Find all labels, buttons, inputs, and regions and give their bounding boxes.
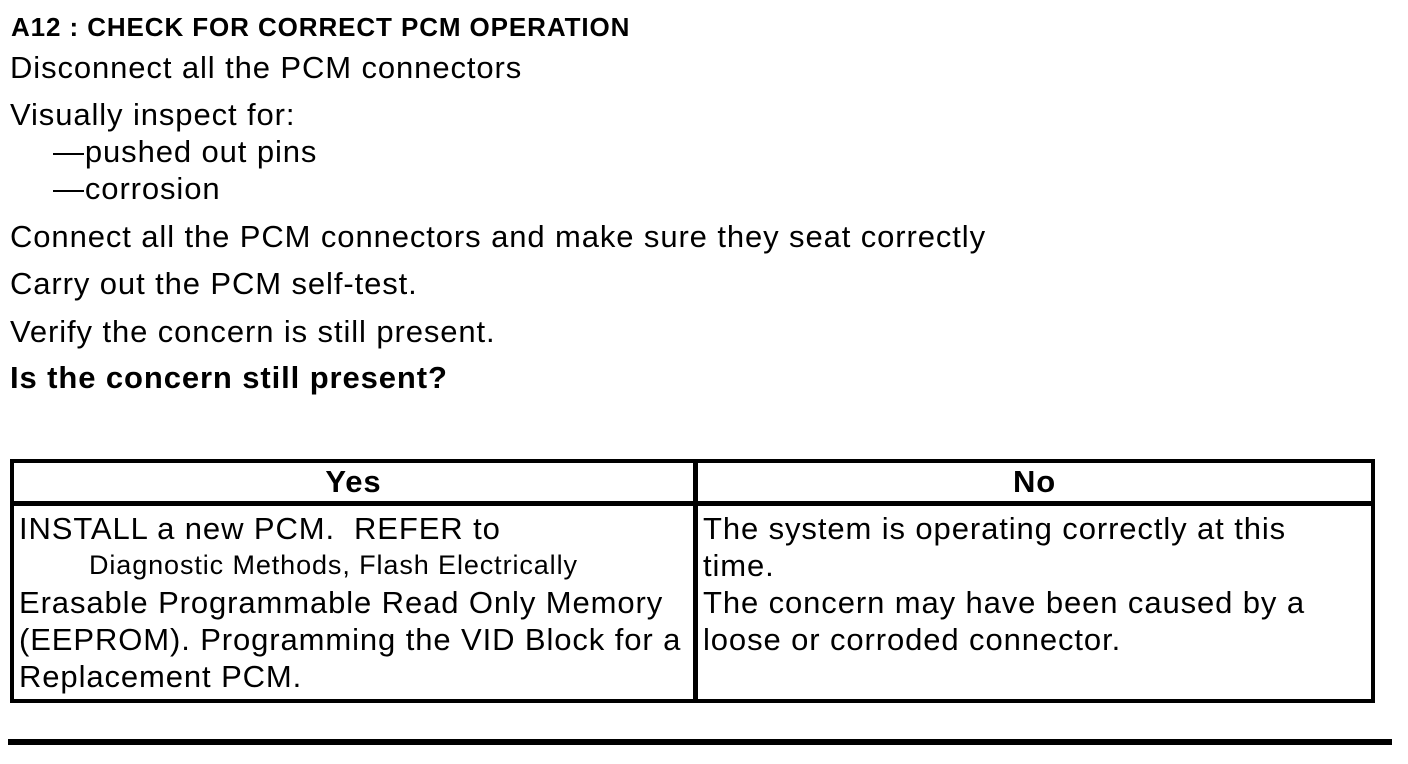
instruction-line: Verify the concern is still present. — [10, 314, 496, 349]
instruction-line: Carry out the PCM self-test. — [10, 266, 418, 301]
decision-table-header-row: Yes No — [10, 459, 1375, 506]
page-divider-rule — [8, 739, 1392, 745]
no-action-line: The system is operating correctly at thi… — [703, 511, 1296, 583]
yes-action-line: (EEPROM). Programming the VID Block for … — [19, 622, 682, 657]
pinpoint-test-step-title: A12 : CHECK FOR CORRECT PCM OPERATION — [11, 12, 631, 42]
instruction-line: Disconnect all the PCM connectors — [10, 50, 523, 85]
decision-question: Is the concern still present? — [10, 360, 448, 395]
no-column-header: No — [693, 459, 1375, 506]
no-action-line: The concern may have been caused by a — [703, 585, 1305, 620]
no-action-cell: The system is operating correctly at thi… — [693, 501, 1375, 703]
instruction-line: Connect all the PCM connectors and make … — [10, 219, 986, 254]
yes-action-line: Replacement PCM. — [19, 659, 303, 694]
yes-column-header: Yes — [10, 459, 698, 506]
instruction-list-item: —pushed out pins — [53, 134, 318, 169]
instruction-line: Visually inspect for: — [10, 97, 296, 132]
yes-action-line: Erasable Programmable Read Only Memory — [19, 585, 664, 620]
yes-action-reference-line: Diagnostic Methods, Flash Electrically — [89, 550, 578, 580]
yes-action-line: INSTALL a new PCM. REFER to — [19, 511, 501, 546]
decision-table: Yes No INSTALL a new PCM. REFER to Diagn… — [10, 459, 1375, 703]
decision-table-body-row: INSTALL a new PCM. REFER to Diagnostic M… — [10, 501, 1375, 703]
yes-action-cell: INSTALL a new PCM. REFER to Diagnostic M… — [10, 501, 698, 703]
instruction-list-item: —corrosion — [53, 171, 221, 206]
no-action-line: loose or corroded connector. — [703, 622, 1122, 657]
